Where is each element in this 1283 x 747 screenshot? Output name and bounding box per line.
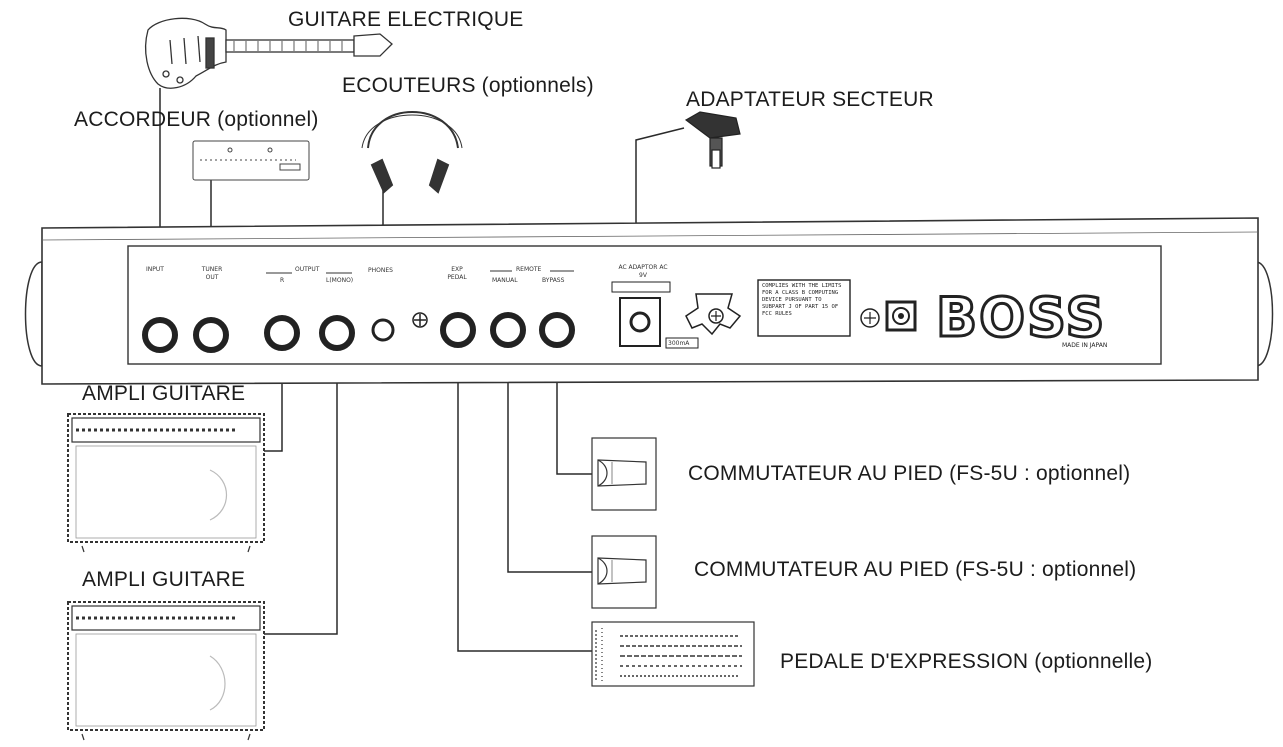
cable-expression (457, 355, 592, 652)
amp-top-illustration (67, 413, 265, 553)
expression-pedal-illustration (591, 621, 755, 687)
label-footswitch-2: COMMUTATEUR AU PIED (FS-5U : optionnel) (694, 558, 1137, 581)
jack-label-manual: MANUAL (492, 277, 518, 284)
label-amp-top: AMPLI GUITARE (82, 382, 246, 405)
label-footswitch-1: COMMUTATEUR AU PIED (FS-5U : optionnel) (688, 462, 1131, 485)
jack-label-exp-pedal: EXP PEDAL (447, 266, 467, 281)
adaptor-illustration (684, 111, 741, 169)
jack-label-output-l: L(MONO) (326, 277, 354, 284)
label-expression-pedal: PEDALE D'EXPRESSION (optionnelle) (780, 650, 1153, 673)
jack-label-remote: REMOTE (516, 266, 542, 273)
jack-label-ac-adaptor: AC ADAPTOR AC 9V (618, 264, 668, 279)
guitar-illustration (144, 17, 393, 89)
fcc-compliance-note: COMPLIES WITH THE LIMITS FOR A CLASS B C… (762, 283, 842, 317)
effects-unit (24, 217, 1274, 385)
label-ac-adaptor: ADAPTATEUR SECTEUR (686, 88, 934, 111)
cable-footswitch-1 (556, 355, 596, 475)
label-electric-guitar: GUITARE ELECTRIQUE (288, 8, 524, 31)
label-headphones: ECOUTEURS (optionnels) (342, 74, 594, 97)
brand-logo: BOSS (934, 285, 1107, 351)
jack-label-input: INPUT (146, 266, 164, 273)
jack-label-phones: PHONES (368, 267, 393, 274)
jack-label-bypass: BYPASS (542, 277, 565, 284)
footswitch-1-illustration (591, 437, 657, 511)
footswitch-2-illustration (591, 535, 657, 609)
jack-label-tuner-out: TUNER OUT (201, 266, 223, 281)
jack-label-output-r: R (280, 277, 285, 284)
label-amp-bottom: AMPLI GUITARE (82, 568, 246, 591)
cable-amp-bottom (262, 355, 338, 635)
headphones-illustration (361, 111, 463, 194)
amp-bottom-illustration (67, 601, 265, 741)
cable-amp-top (262, 355, 283, 452)
cables (159, 88, 685, 652)
cable-footswitch-2 (507, 355, 596, 573)
made-in-label: MADE IN JAPAN (1062, 342, 1108, 349)
tuner-illustration (192, 140, 310, 181)
jack-label-output: OUTPUT (295, 266, 320, 273)
jack-label-current: 300mA (668, 340, 690, 347)
label-tuner: ACCORDEUR (optionnel) (74, 108, 319, 131)
